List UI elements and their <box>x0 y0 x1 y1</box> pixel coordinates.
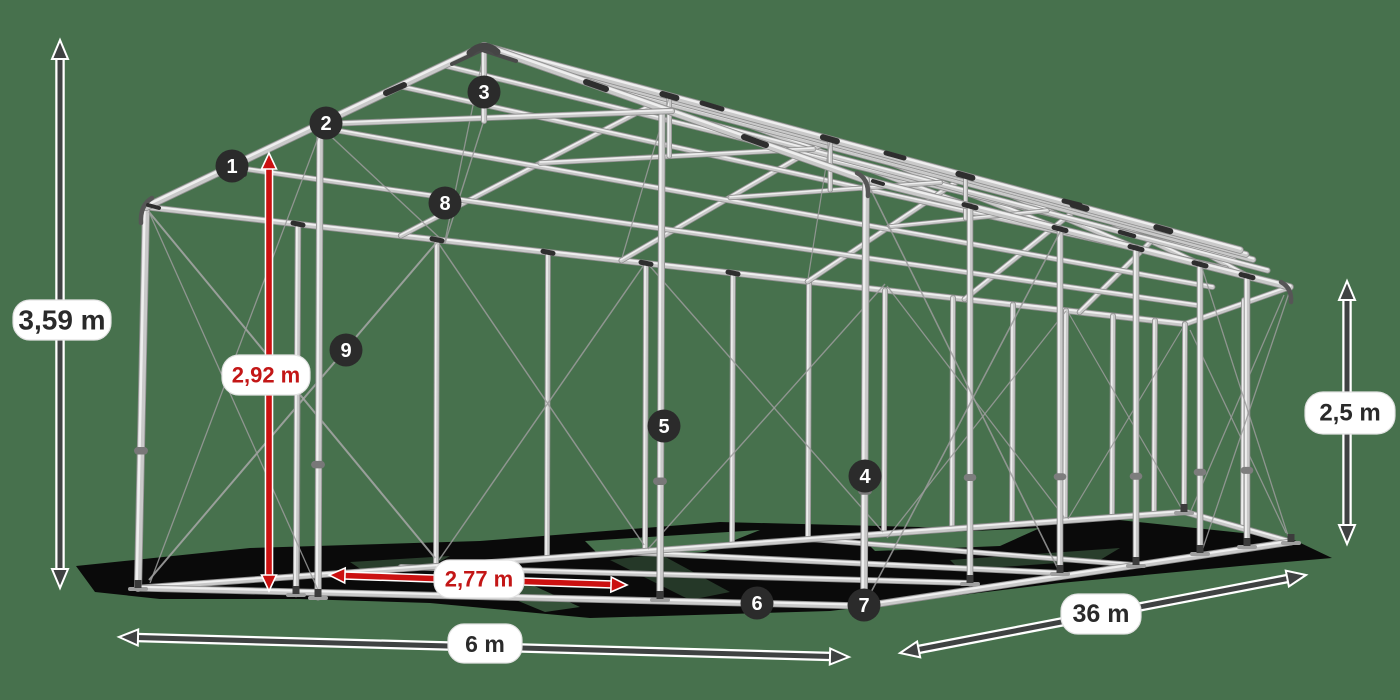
svg-text:6 m: 6 m <box>465 631 505 657</box>
svg-text:2,92 m: 2,92 m <box>232 363 301 388</box>
svg-text:2,5 m: 2,5 m <box>1319 400 1380 427</box>
svg-text:8: 8 <box>439 193 450 215</box>
svg-text:5: 5 <box>658 416 669 438</box>
svg-text:2,77 m: 2,77 m <box>445 567 514 592</box>
svg-text:3: 3 <box>478 82 489 104</box>
svg-text:4: 4 <box>859 466 871 488</box>
svg-text:36 m: 36 m <box>1073 600 1130 628</box>
svg-text:1: 1 <box>226 156 237 178</box>
svg-text:2: 2 <box>320 113 331 135</box>
svg-text:9: 9 <box>340 340 351 362</box>
svg-text:6: 6 <box>751 593 762 615</box>
svg-text:7: 7 <box>858 595 869 617</box>
svg-text:3,59 m: 3,59 m <box>18 305 105 336</box>
